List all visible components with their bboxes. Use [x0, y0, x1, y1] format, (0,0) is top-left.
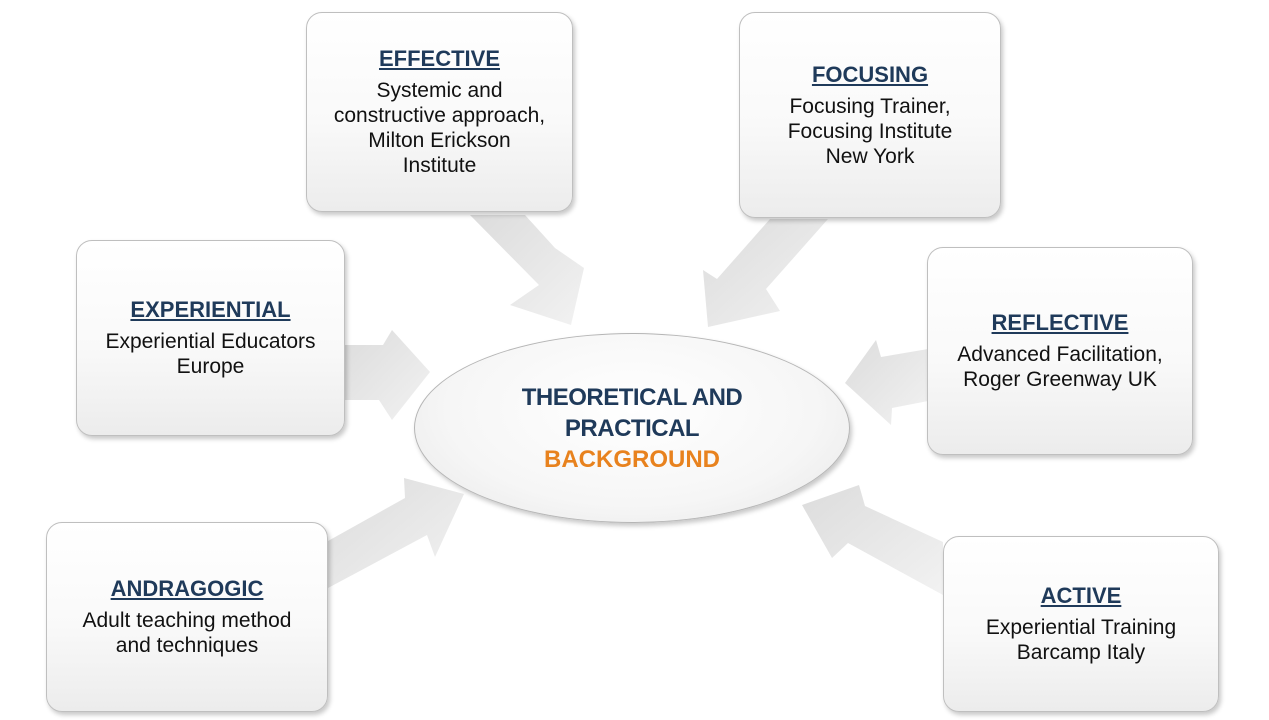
active-line-1: Experiential Training — [985, 616, 1177, 639]
focusing-line-1: Focusing Trainer, — [789, 94, 951, 118]
arrow-effective — [470, 215, 584, 325]
andragogic-line-1: Adult teaching method — [82, 609, 292, 632]
experiential-box: EXPERIENTIAL Experiential Educators Euro… — [76, 240, 345, 436]
arrow-active — [802, 485, 943, 595]
experiential-line-1: Experiential Educators — [105, 330, 316, 353]
effective-line-4: Institute — [402, 154, 477, 177]
effective-line-3: Milton Erickson — [368, 129, 511, 152]
arrow-focusing — [703, 219, 828, 327]
focusing-box: FOCUSING Focusing Trainer, Focusing Inst… — [739, 12, 1001, 218]
arrow-andragogic — [328, 478, 464, 588]
andragogic-box: ANDRAGOGIC Adult teaching method and tec… — [46, 522, 328, 712]
reflective-line-1: Advanced Facilitation, — [957, 343, 1163, 366]
effective-line-1: Systemic and — [376, 79, 503, 102]
effective-line-2: constructive approach, — [333, 104, 546, 127]
arrow-reflective — [845, 340, 928, 425]
experiential-title: EXPERIENTIAL — [130, 297, 291, 322]
andragogic-title: ANDRAGOGIC — [110, 576, 264, 601]
active-line-2: Barcamp Italy — [1016, 641, 1146, 664]
active-title: ACTIVE — [1040, 583, 1122, 608]
focusing-line-3: New York — [825, 144, 915, 168]
experiential-line-2: Europe — [176, 355, 245, 378]
andragogic-line-2: and techniques — [115, 634, 259, 657]
reflective-line-2: Roger Greenway UK — [963, 368, 1157, 391]
effective-title: EFFECTIVE — [378, 46, 500, 71]
reflective-box: REFLECTIVE Advanced Facilitation, Roger … — [927, 247, 1193, 455]
effective-box: EFFECTIVE Systemic and constructive appr… — [306, 12, 573, 212]
center-line-2: PRACTICAL — [564, 414, 700, 442]
arrow-experiential — [345, 330, 430, 420]
reflective-title: REFLECTIVE — [991, 310, 1129, 335]
center-line-3: BACKGROUND — [544, 445, 720, 473]
central-ellipse: THEORETICAL AND PRACTICAL BACKGROUND — [414, 333, 850, 523]
focusing-title: FOCUSING — [811, 61, 929, 87]
focusing-line-2: Focusing Institute — [787, 119, 953, 143]
center-line-1: THEORETICAL AND — [521, 383, 743, 411]
active-box: ACTIVE Experiential Training Barcamp Ita… — [943, 536, 1219, 712]
